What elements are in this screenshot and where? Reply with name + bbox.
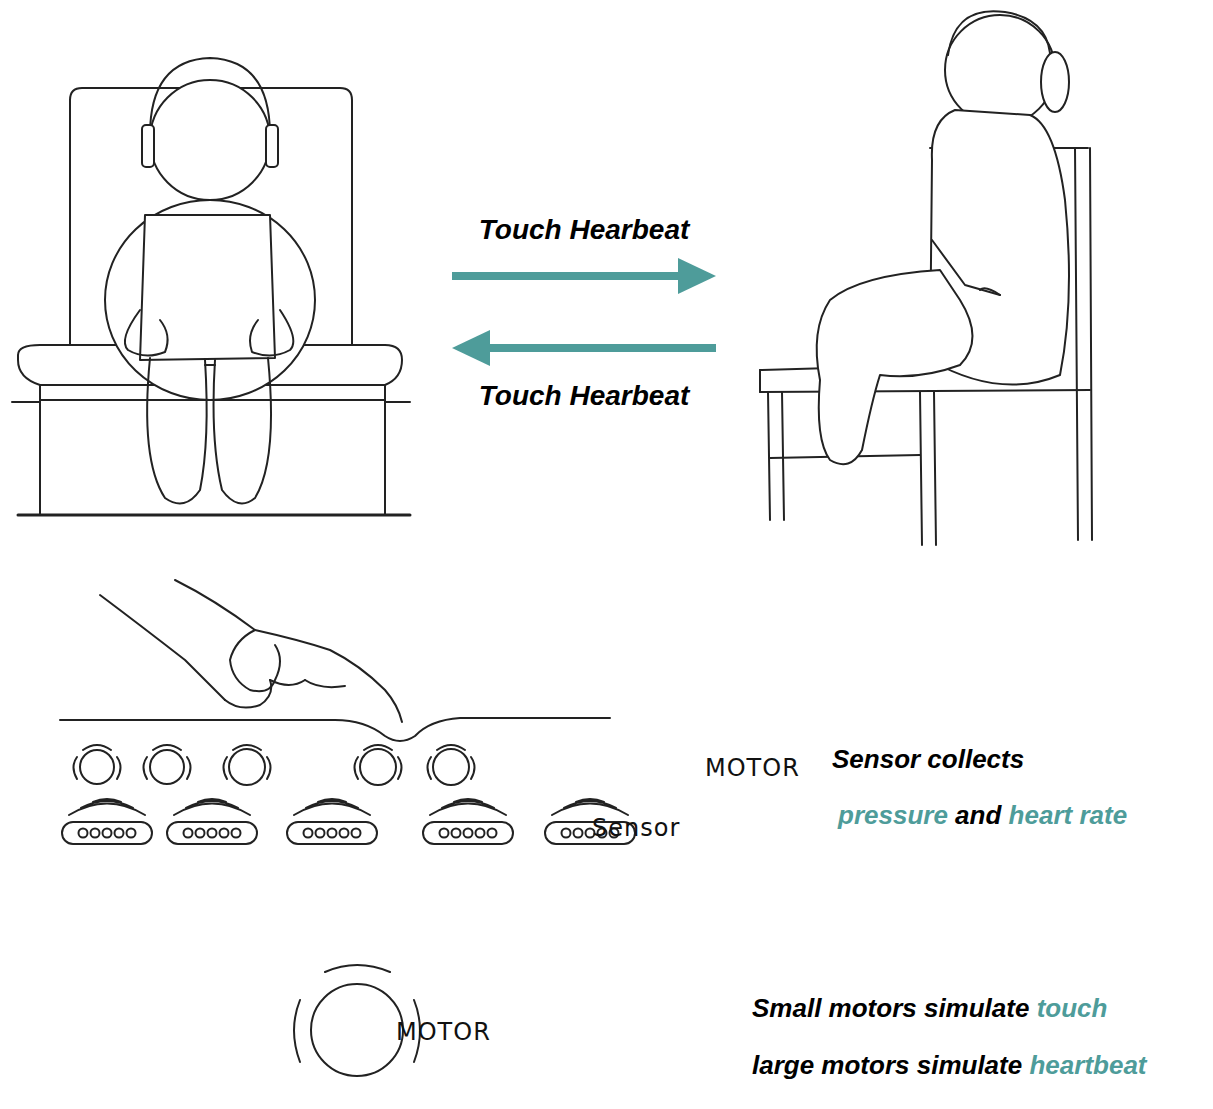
side-view-figure	[760, 11, 1092, 545]
text-line: Touch Hearbeat	[452, 214, 716, 246]
small-motor-row	[74, 745, 475, 785]
part-label: MOTOR	[705, 754, 800, 782]
text-line: MOTOR	[705, 754, 800, 782]
part-label: Sensor	[592, 814, 680, 842]
text-line: Touch Hearbeat	[452, 380, 716, 412]
caption-text: large motors simulate	[752, 1050, 1022, 1081]
caption-text: heartbeat	[1029, 1050, 1146, 1081]
text-line: Sensor	[592, 814, 680, 842]
text-line: MOTOR	[396, 1018, 491, 1046]
text-line: large motors simulateheartbeat	[752, 1050, 1147, 1081]
caption-text: Small motors simulate	[752, 993, 1029, 1024]
caption-text: pressure	[838, 800, 948, 831]
caption-text: and	[955, 800, 1001, 831]
caption-text: touch	[1037, 993, 1108, 1024]
text-line: pressureand heart rate	[838, 800, 1127, 831]
exchange-arrows	[452, 258, 716, 366]
part-label: MOTOR	[396, 1018, 491, 1046]
text-line: Sensor collects	[832, 744, 1024, 775]
sensor-row	[62, 799, 635, 844]
text-line: Small motors simulate touch	[752, 993, 1107, 1024]
front-view-figure	[12, 58, 410, 515]
hand-pressing-surface	[60, 580, 610, 741]
caption-text: Touch Hearbeat	[479, 214, 690, 246]
caption-text: Sensor collects	[832, 744, 1024, 775]
caption-text: heart rate	[1009, 800, 1128, 831]
caption-text: Touch Hearbeat	[479, 380, 690, 412]
